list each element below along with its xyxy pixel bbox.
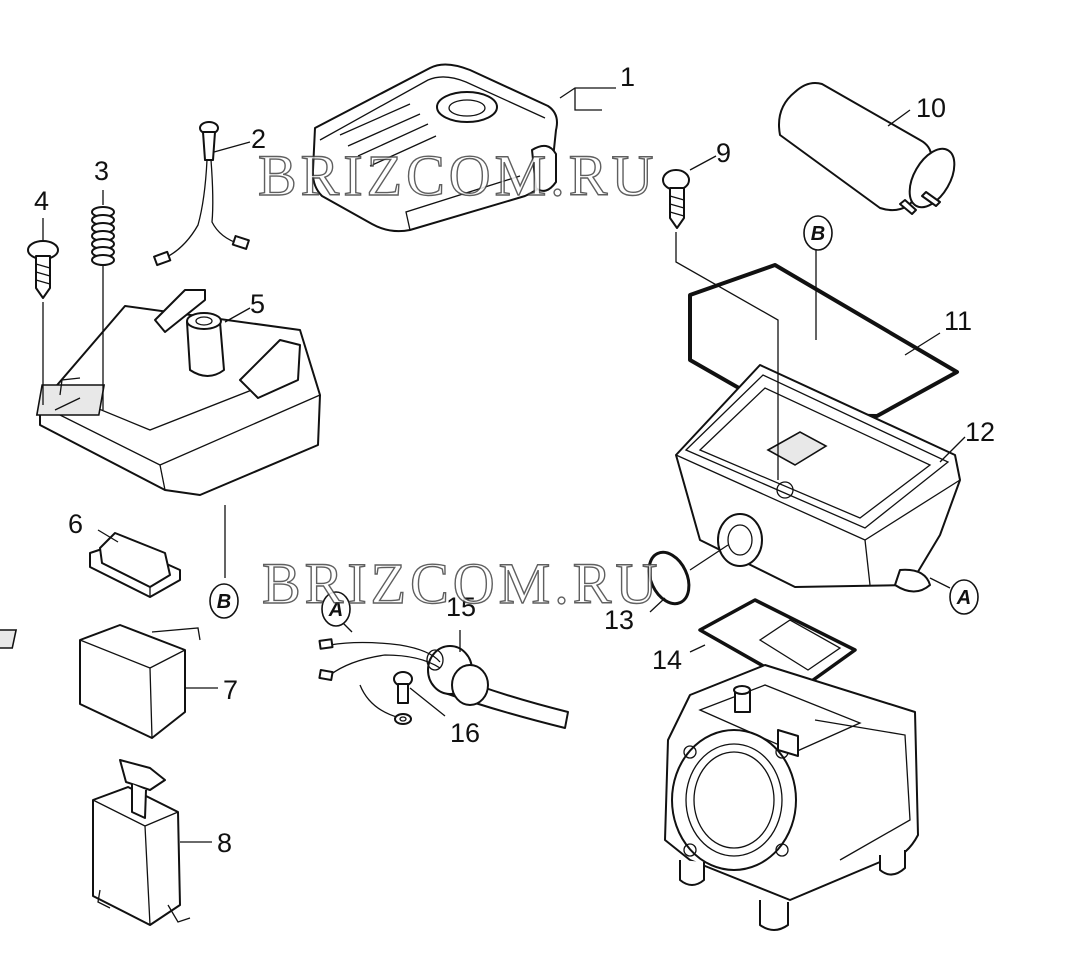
part-6-cap [89, 532, 181, 598]
callout-14: 14 [652, 645, 682, 675]
leader-lines [42, 87, 966, 843]
callout-2: 2 [251, 124, 266, 154]
reference-circle-a-middle: A [321, 591, 351, 627]
svg-text:A: A [956, 587, 971, 609]
callout-1: 1 [620, 62, 635, 92]
svg-text:B: B [811, 223, 825, 245]
callout-8: 8 [217, 828, 232, 858]
callout-6: 6 [68, 509, 83, 539]
callout-10: 10 [916, 93, 946, 123]
part-5-housing-base [35, 289, 321, 496]
part-10-capacitor [778, 82, 956, 215]
part-15-cable-gland [318, 638, 569, 729]
pump-housing [664, 619, 919, 931]
part-9-screw [662, 169, 690, 229]
callout-15: 15 [446, 592, 476, 622]
part-12-junction-box [675, 364, 961, 593]
callout-12: 12 [965, 417, 995, 447]
reference-circle-b-left: B [209, 583, 239, 619]
callout-3: 3 [94, 156, 109, 186]
part-8-relay [92, 759, 191, 926]
callout-11: 11 [944, 306, 972, 336]
part-16-screw [393, 671, 413, 725]
reference-circle-b-top: B [803, 215, 833, 251]
part-4-screw [27, 240, 59, 299]
part-3-spring [91, 206, 115, 266]
watermark-middle: BRIZCOM.RU [262, 551, 661, 616]
part-11-gasket [688, 263, 959, 418]
reference-circle-a-right: A [949, 579, 979, 615]
callout-5: 5 [250, 289, 265, 319]
part-13-o-ring [647, 550, 691, 606]
callout-7: 7 [223, 675, 238, 705]
callout-16: 16 [450, 718, 480, 748]
watermark-top: BRIZCOM.RU [258, 143, 657, 208]
svg-text:B: B [217, 591, 231, 613]
part-7-cover-box [0, 624, 201, 739]
callout-4: 4 [34, 186, 49, 216]
svg-text:A: A [328, 599, 343, 621]
part-2-wire-lead [153, 121, 250, 267]
callout-9: 9 [716, 138, 731, 168]
callout-13: 13 [604, 605, 634, 635]
part-1-top-cover [311, 63, 558, 233]
